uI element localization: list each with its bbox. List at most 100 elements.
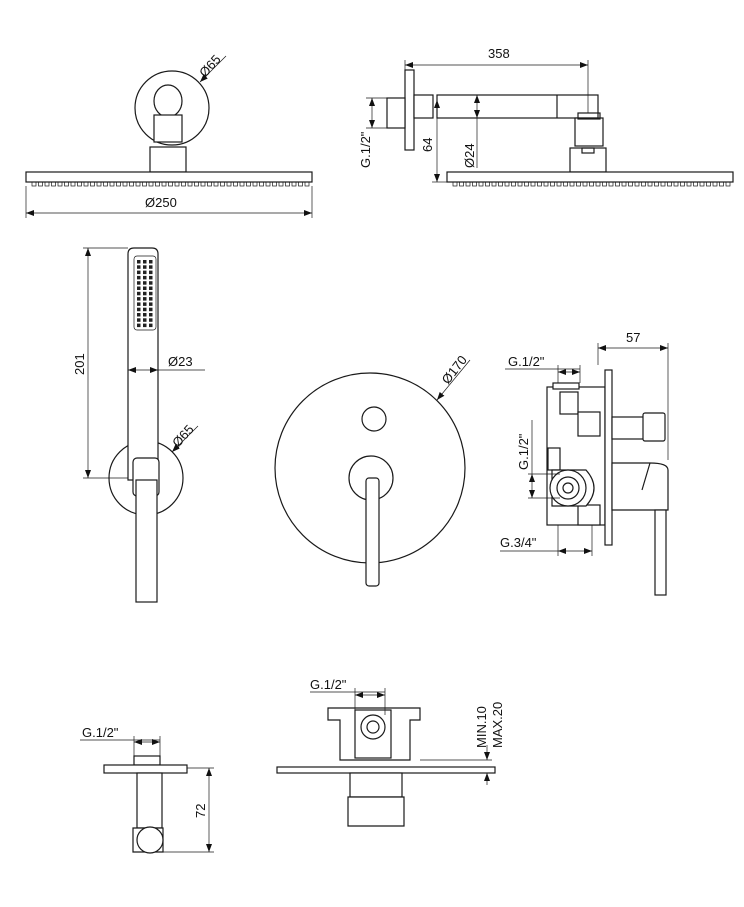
dim-rosette-diameter: Ø65 [196, 52, 224, 80]
nozzle [233, 181, 238, 187]
rain-shower-front-view: Ø250 Ø65 [25, 52, 313, 218]
nozzle-hole [143, 260, 147, 264]
nozzle [155, 181, 160, 187]
nozzle [265, 181, 271, 187]
nozzle [148, 181, 154, 187]
nozzle [511, 181, 516, 187]
nozzle-hole [149, 281, 153, 285]
nozzle [673, 181, 679, 187]
nozzle [491, 181, 497, 187]
nozzle-row [31, 181, 310, 187]
nozzle [712, 181, 718, 187]
nozzle [70, 181, 76, 187]
nozzle [194, 181, 199, 187]
dim-outlet-height: 72 [193, 804, 208, 818]
nozzle-hole [143, 291, 147, 296]
nozzle-hole [149, 297, 153, 301]
nozzle [654, 181, 659, 187]
nozzle [259, 181, 264, 187]
nozzle-hole [143, 323, 147, 328]
dim-hand-shower-length: 201 [72, 353, 87, 375]
nozzle-hole [137, 281, 141, 285]
nozzle [667, 181, 672, 187]
nozzle-hole [137, 260, 141, 264]
nozzle [109, 181, 115, 187]
nozzle-hole [149, 307, 153, 312]
nozzle [31, 181, 37, 187]
nozzle [90, 181, 95, 187]
nozzle [239, 181, 245, 187]
nozzle-hole [137, 323, 141, 328]
nozzle [686, 181, 692, 187]
nozzle [472, 181, 477, 187]
nozzle [272, 181, 277, 187]
nozzle [641, 181, 646, 187]
nozzle [207, 181, 212, 187]
dim-rain-head-diameter: Ø250 [145, 195, 177, 210]
nozzle [181, 181, 186, 187]
nozzle [142, 181, 147, 187]
nozzle [569, 181, 575, 187]
nozzle-hole [149, 260, 153, 264]
nozzle [530, 181, 536, 187]
dim-arm-thread: G.1/2" [358, 131, 373, 168]
nozzle-hole [143, 297, 147, 301]
nozzle-hole [137, 307, 141, 312]
nozzle [174, 181, 180, 187]
nozzle [628, 181, 633, 187]
dim-valve-side-thread: G.1/2" [516, 433, 531, 470]
nozzle [576, 181, 581, 187]
nozzle [285, 181, 290, 187]
dim-valve-bottom-thread: G.3/4" [500, 535, 537, 550]
nozzle [246, 181, 251, 187]
nozzle [660, 181, 666, 187]
nozzle [485, 181, 490, 187]
nozzle [550, 181, 555, 187]
nozzle [298, 181, 303, 187]
dim-outlet-thread: G.1/2" [82, 725, 119, 740]
nozzle-hole [137, 297, 141, 301]
nozzle [226, 181, 232, 187]
nozzle [537, 181, 542, 187]
nozzle [524, 181, 529, 187]
dim-hand-shower-diameter: Ø23 [168, 354, 193, 369]
nozzle [680, 181, 685, 187]
nozzle [278, 181, 284, 187]
nozzle-hole [143, 265, 147, 269]
nozzle [187, 181, 193, 187]
shower-arm-side-view: 358 G.1/2" 64 Ø24 [358, 46, 734, 187]
nozzle [77, 181, 82, 187]
nozzle [64, 181, 69, 187]
nozzle-hole [137, 302, 141, 306]
nozzle-hole [137, 270, 141, 275]
nozzle [517, 181, 523, 187]
nozzle-hole [149, 302, 153, 306]
nozzle-hole [137, 286, 141, 290]
nozzle [38, 181, 43, 187]
nozzle-hole [137, 313, 141, 317]
dim-box-thread: G.1/2" [310, 677, 347, 692]
nozzle-hole [137, 318, 141, 322]
nozzle-hole [149, 313, 153, 317]
nozzle [719, 181, 724, 187]
nozzle-hole [149, 275, 153, 280]
nozzle [83, 181, 89, 187]
dim-valve-plate-diameter: Ø170 [439, 353, 470, 387]
nozzle [44, 181, 50, 187]
nozzle [647, 181, 653, 187]
nozzle [608, 181, 614, 187]
nozzle [556, 181, 562, 187]
dim-holder-diameter: Ø65 [169, 422, 197, 450]
hand-shower-nozzle-grid [137, 260, 153, 328]
nozzle [693, 181, 698, 187]
nozzle-hole [143, 275, 147, 280]
nozzle [634, 181, 640, 187]
nozzle-hole [143, 318, 147, 322]
nozzle [96, 181, 102, 187]
nozzle-hole [149, 286, 153, 290]
nozzle [161, 181, 167, 187]
dim-min-depth: MIN.10 [474, 706, 489, 748]
nozzle [543, 181, 549, 187]
